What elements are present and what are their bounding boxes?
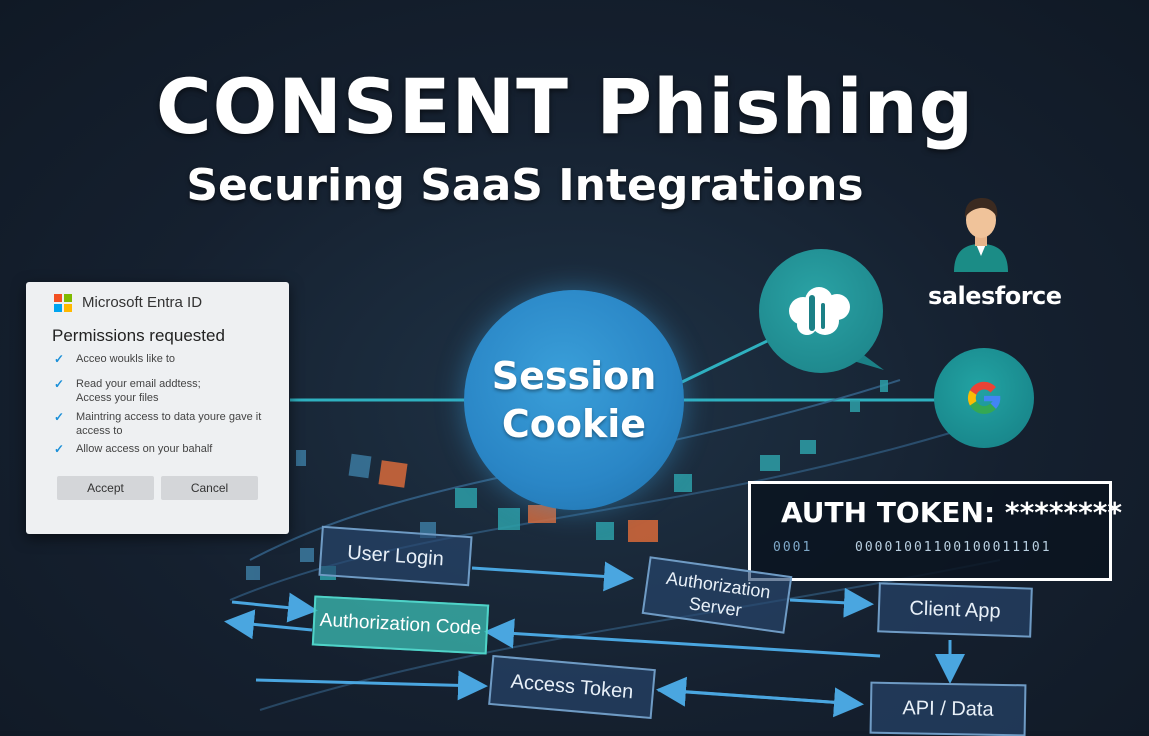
accept-button[interactable]: Accept: [57, 476, 154, 500]
data-tiles: [246, 380, 888, 580]
salesforce-label: salesforce: [928, 282, 1062, 310]
flow-authorization-code: Authorization Code: [311, 595, 490, 655]
page-subtitle: Securing SaaS Integrations: [186, 160, 864, 211]
session-cookie-label: Session Cookie: [491, 354, 657, 446]
dialog-brand: Microsoft Entra ID: [82, 294, 203, 311]
arrow-login-to-server: [471, 561, 634, 592]
binary-readout: 0001: [773, 540, 813, 555]
arrow-into-access: [255, 670, 488, 701]
arrow-server-to-client: [789, 587, 874, 618]
check-icon: ✓: [54, 352, 65, 366]
google-icon: [968, 381, 1001, 414]
auth-token-panel: AUTH TOKEN: ******** 0001 00001001100100…: [748, 481, 1122, 581]
check-icon: ✓: [54, 377, 65, 391]
session-cookie-node: Session Cookie: [464, 290, 684, 510]
flow-client-app: Client App: [877, 582, 1033, 638]
arrow-api-to-access: [656, 676, 859, 707]
check-icon: ✓: [54, 410, 65, 424]
google-node: [934, 348, 1034, 448]
flow-api-data: API / Data: [869, 681, 1027, 736]
arrow-into-code: [231, 592, 318, 623]
salesforce-cloud-icon: [789, 287, 850, 335]
check-icon: ✓: [54, 442, 65, 456]
permissions-dialog: Microsoft Entra ID Permissions requested…: [26, 282, 289, 534]
arrow-client-to-code: [484, 618, 881, 658]
arrow-code-back: [224, 609, 313, 640]
salesforce-bubble: [759, 249, 883, 373]
person-avatar-icon: [954, 198, 1008, 272]
flow-user-login: User Login: [318, 525, 473, 587]
dialog-heading: Permissions requested: [52, 326, 225, 345]
cancel-button[interactable]: Cancel: [161, 476, 258, 500]
microsoft-logo-icon: [54, 294, 72, 312]
auth-token-label: AUTH TOKEN: ********: [781, 496, 1123, 529]
binary-readout: 00001001100100011101: [855, 540, 1052, 555]
page-title: CONSENT Phishing: [155, 62, 975, 151]
